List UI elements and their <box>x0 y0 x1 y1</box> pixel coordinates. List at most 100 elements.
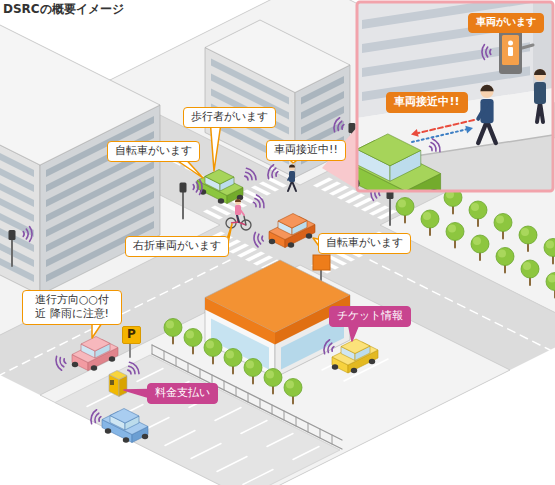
person-hair <box>480 85 493 92</box>
signal-wave <box>192 185 194 190</box>
callout-tail <box>124 390 149 398</box>
signal-wave <box>489 50 491 55</box>
fence-post <box>296 417 297 426</box>
callout-tail <box>92 323 102 338</box>
callout-bubble: 車両接近中!! <box>266 140 346 161</box>
tree-highlight <box>473 237 481 245</box>
fence-post <box>260 399 261 408</box>
roadside-unit <box>180 183 187 193</box>
tree-highlight <box>548 275 555 283</box>
callout-bubble: 自転車がいます <box>318 233 411 254</box>
signal-wave <box>22 232 24 237</box>
device-alert-label: 車両がいます <box>468 13 544 33</box>
fence-post <box>320 429 321 438</box>
fence-post <box>224 381 225 390</box>
sign-pole <box>129 342 131 357</box>
signal-wave <box>254 202 257 206</box>
person <box>478 85 496 143</box>
car-wheel <box>332 364 338 370</box>
car-cabin-top <box>278 214 307 229</box>
callout-text: 自転車がいます <box>326 236 403 250</box>
callout-tail <box>176 160 203 178</box>
weather-bubble: 進行方向○○付近 降雨に注意! <box>22 290 122 325</box>
building-window <box>46 176 154 237</box>
tree-canopy <box>284 379 302 397</box>
device-screen <box>502 35 519 65</box>
signal-wave <box>196 182 198 192</box>
arrow-head <box>465 126 473 134</box>
callout-text: 料金支払い <box>155 386 210 400</box>
parking-line <box>243 470 273 485</box>
parking-line <box>191 444 221 459</box>
roadside-unit <box>9 230 16 240</box>
signal-wave <box>431 143 436 152</box>
callout-text: 車両がいます <box>476 16 536 29</box>
fence <box>152 345 342 449</box>
callout-bubble: 自転車がいます <box>107 141 200 162</box>
cyclist-head <box>235 199 241 205</box>
signal-wave <box>247 168 257 179</box>
tree-canopy <box>446 223 464 241</box>
tree-canopy <box>546 273 555 291</box>
approach-arrow <box>418 120 474 133</box>
signal-wave <box>262 236 263 241</box>
car-cabin-top <box>357 134 421 166</box>
signal-wave <box>56 356 62 370</box>
tree-canopy <box>396 198 414 216</box>
tree-highlight <box>206 341 214 349</box>
parking-line <box>293 447 319 460</box>
tree-canopy <box>496 248 514 266</box>
person-leg <box>288 181 292 191</box>
parking-line <box>217 457 247 472</box>
car-wheel <box>109 356 115 362</box>
person-head <box>534 69 546 81</box>
tree-highlight <box>398 200 406 208</box>
tree-highlight <box>266 371 274 379</box>
device-icon <box>508 47 513 56</box>
service-label: チケット情報 <box>329 306 411 327</box>
fence-post <box>188 363 189 372</box>
car-wheel <box>306 233 312 239</box>
crosswalk-stripe <box>203 210 223 220</box>
fence-post <box>152 345 153 354</box>
tree-canopy <box>421 210 439 228</box>
approach-arrow <box>412 130 466 143</box>
diagram-title: DSRCの概要イメージ <box>3 2 124 16</box>
scene-objects <box>9 123 555 443</box>
tree-highlight <box>186 331 194 339</box>
parking-line <box>165 431 195 446</box>
fence-post <box>164 351 165 360</box>
car-wheel <box>123 437 129 443</box>
car-wheel <box>218 198 224 204</box>
callout-text: 進行方向○○付近 降雨に注意! <box>30 293 114 321</box>
cyclist-leg <box>237 215 239 222</box>
signal-wave <box>334 118 340 132</box>
person-arm <box>288 173 292 180</box>
fence-post <box>176 357 177 366</box>
callout-tail <box>349 325 359 341</box>
car <box>102 409 148 443</box>
signal-wave <box>486 47 488 57</box>
signal-wave <box>272 168 276 177</box>
signal-wave <box>255 199 260 208</box>
car-cabin-top <box>110 409 139 424</box>
cyclist-hair <box>235 199 241 202</box>
tree-canopy <box>469 201 487 219</box>
signal-wave <box>30 227 33 242</box>
signal-wave <box>482 45 485 60</box>
callout-tail <box>211 126 221 171</box>
person-head <box>480 85 493 98</box>
signal-wave <box>338 121 342 130</box>
car <box>269 214 315 248</box>
building-window <box>301 76 344 105</box>
device-icon <box>508 41 513 46</box>
parking-line <box>137 369 163 382</box>
car-wheel <box>91 365 97 371</box>
car <box>197 170 243 204</box>
lane-line <box>370 260 550 350</box>
signal-wave <box>430 146 433 150</box>
fence-post <box>236 387 237 396</box>
building-window <box>0 111 34 192</box>
